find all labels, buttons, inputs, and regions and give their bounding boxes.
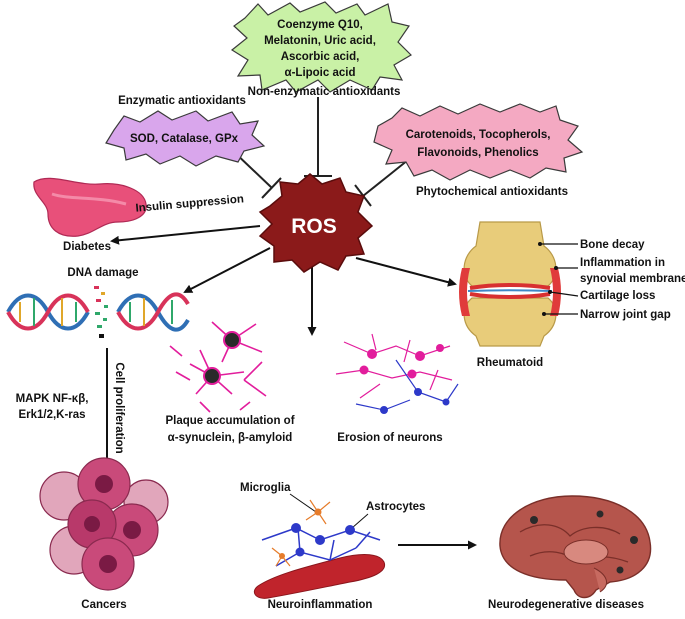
neuroinflammation-caption: Neuroinflammation [268, 599, 373, 611]
enzymatic-blob [105, 110, 266, 167]
callout-dot-gap [542, 312, 546, 316]
pathway-line-1: MAPK NF-κβ, [16, 393, 89, 405]
callout-dot-inflammation [554, 266, 558, 270]
joint-icon [459, 221, 561, 347]
joint-callout-lines [540, 243, 579, 315]
non-enzymatic-line-2: Melatonin, Uric acid, [264, 35, 376, 47]
phytochemical-blob [373, 103, 584, 181]
callout-dot-bone [538, 242, 542, 246]
plaque-icon [169, 321, 267, 413]
plaque-node: Plaque accumulation of α-synuclein, β-am… [165, 321, 295, 444]
callout-bone-decay: Bone decay [580, 239, 645, 251]
phytochemical-antioxidants-node: Carotenoids, Tocopherols, Flavonoids, Ph… [373, 103, 584, 198]
rheumatoid-node: Bone decay Inflammation in synovial memb… [459, 221, 685, 369]
rheumatoid-caption: Rheumatoid [477, 357, 543, 369]
cell-proliferation-label: Cell proliferation [113, 362, 125, 453]
callout-dot-cartilage [548, 290, 552, 294]
pointer-lines [289, 493, 369, 529]
dna-helix-icon [6, 286, 190, 338]
non-enzymatic-antioxidants-node: Coenzyme Q10, Melatonin, Uric acid, Asco… [230, 1, 412, 98]
diabetes-caption: Diabetes [63, 241, 111, 253]
microglia-label: Microglia [240, 482, 291, 494]
neurons-icon [335, 333, 459, 414]
phytochemical-title: Phytochemical antioxidants [416, 186, 568, 198]
pancreas-icon [33, 177, 147, 237]
dna-damage-node: DNA damage [6, 267, 190, 338]
non-enzymatic-title: Non-enzymatic antioxidants [248, 86, 401, 98]
insulin-suppression-label: Insulin suppression [135, 193, 244, 214]
ros-label: ROS [291, 215, 337, 238]
plaque-line-2: α-synuclein, β-amyloid [168, 432, 293, 444]
non-enzymatic-line-1: Coenzyme Q10, [277, 19, 363, 31]
neurodegenerative-caption: Neurodegenerative diseases [488, 599, 644, 611]
brain-icon [499, 495, 652, 599]
dna-damage-caption: DNA damage [67, 267, 138, 279]
phytochemical-line-2: Flavonoids, Phenolics [417, 147, 538, 159]
cancer-cells-icon [39, 457, 169, 591]
enzymatic-antioxidants-node: Enzymatic antioxidants SOD, Catalase, GP… [105, 95, 266, 167]
non-enzymatic-line-3: Ascorbic acid, [281, 51, 360, 63]
non-enzymatic-line-4: α-Lipoic acid [285, 67, 356, 79]
astrocytes-label: Astrocytes [366, 501, 425, 513]
diabetes-node: Insulin suppression Diabetes [33, 177, 244, 253]
cancer-node: Cell proliferation MAPK NF-κβ, Erk1/2,K-… [16, 362, 169, 611]
neuroinflammation-icon [253, 499, 386, 599]
neuroinflammation-node: Microglia Astrocytes [240, 482, 425, 611]
phytochemical-line-1: Carotenoids, Tocopherols, [406, 129, 551, 141]
enzymatic-title: Enzymatic antioxidants [118, 95, 246, 107]
callout-narrow-joint-gap: Narrow joint gap [580, 309, 671, 321]
enzymatic-line: SOD, Catalase, GPx [130, 133, 239, 145]
cancers-caption: Cancers [81, 599, 126, 611]
neurons-node: Erosion of neurons [335, 333, 459, 444]
callout-cartilage-loss: Cartilage loss [580, 290, 655, 302]
pancreas-highlight [51, 192, 127, 206]
neurodegenerative-node: Neurodegenerative diseases [488, 495, 652, 611]
pathway-line-2: Erk1/2,K-ras [18, 409, 85, 421]
ros-node: ROS [258, 173, 374, 273]
arrows [102, 225, 477, 550]
callout-inflammation-1: Inflammation in [580, 257, 665, 269]
ros-blob [258, 173, 374, 273]
plaque-line-1: Plaque accumulation of [165, 415, 294, 427]
non-enzymatic-blob [230, 1, 412, 93]
callout-inflammation-2: synovial membrane [580, 273, 685, 285]
neurons-caption: Erosion of neurons [337, 432, 442, 444]
